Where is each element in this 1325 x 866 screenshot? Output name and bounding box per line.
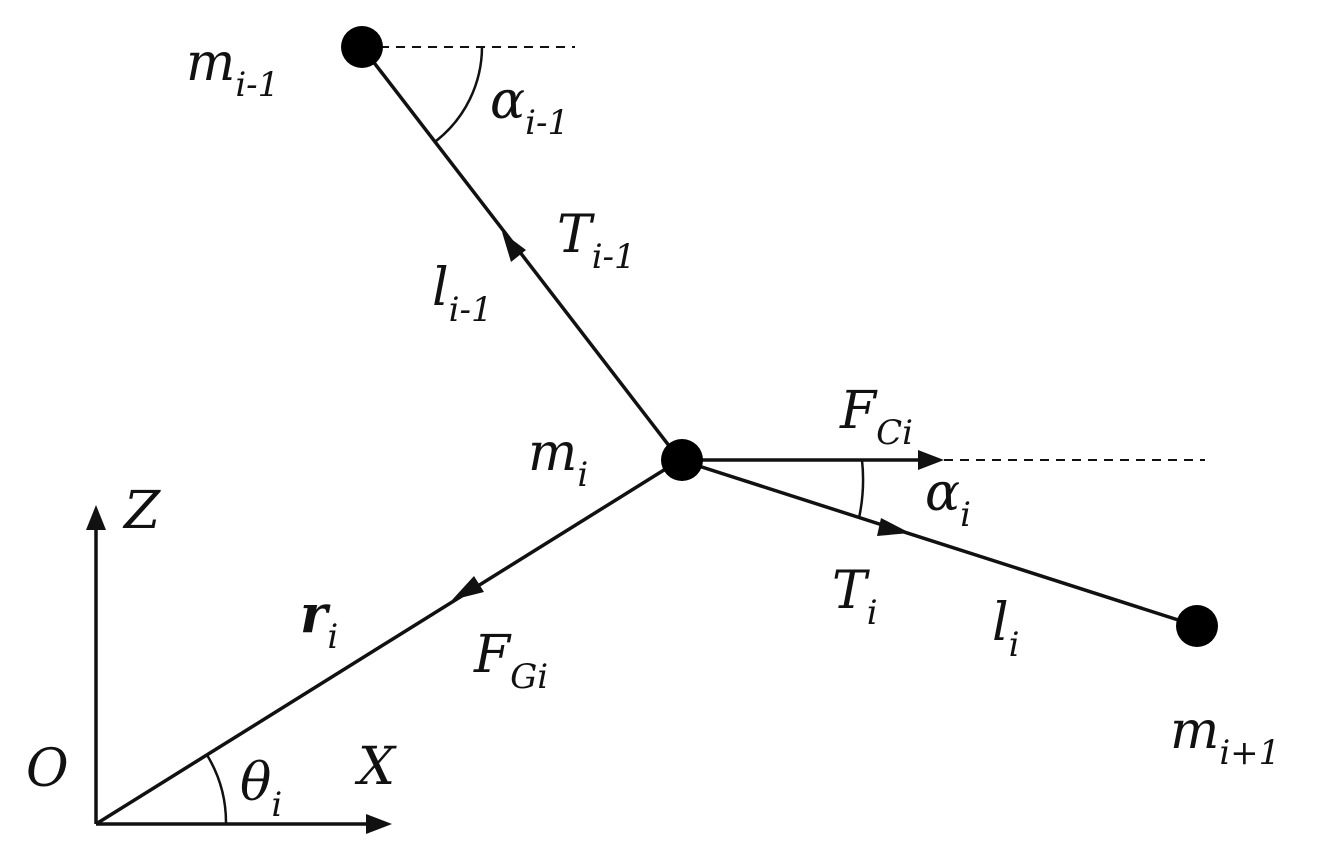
origin-label: O bbox=[26, 739, 69, 799]
x-axis-arrowhead bbox=[366, 814, 392, 834]
centrifugal-force-label: FCi bbox=[839, 381, 913, 453]
radius-vector-label: ri bbox=[300, 584, 338, 657]
tension-i-label: Ti bbox=[832, 561, 878, 633]
centrifugal-force-arrowhead bbox=[918, 450, 944, 470]
z-axis-arrowhead bbox=[86, 505, 106, 530]
mass-next-dot bbox=[1176, 605, 1218, 647]
alpha-prev-label: αi-1 bbox=[490, 71, 569, 143]
gravity-force-label: FGi bbox=[473, 625, 548, 697]
link-next-line bbox=[679, 458, 1198, 628]
length-prev-label: li-1 bbox=[432, 258, 493, 330]
alpha-i-label: αi bbox=[925, 463, 971, 535]
radius-vector-line bbox=[95, 458, 681, 826]
alpha-prev-angle-arc bbox=[435, 46, 484, 142]
length-i-label: li bbox=[992, 593, 1020, 665]
tension-i-arrowhead bbox=[877, 518, 910, 536]
mass-current-label: mi bbox=[528, 423, 588, 495]
tension-prev-label: Ti-1 bbox=[557, 205, 636, 277]
z-axis-label: Z bbox=[122, 481, 161, 541]
x-axis-label: X bbox=[354, 737, 397, 797]
mass-current-dot bbox=[661, 439, 703, 481]
theta-label: θi bbox=[240, 753, 282, 825]
mass-prev-dot bbox=[341, 26, 383, 68]
theta-angle-arc bbox=[205, 754, 228, 825]
mass-prev-label: mi-1 bbox=[186, 33, 279, 105]
tension-prev-arrowhead bbox=[502, 232, 526, 262]
gravity-force-arrowhead bbox=[452, 576, 484, 600]
alpha-i-angle-arc bbox=[857, 459, 865, 519]
mass-next-label: mi+1 bbox=[1170, 701, 1280, 773]
